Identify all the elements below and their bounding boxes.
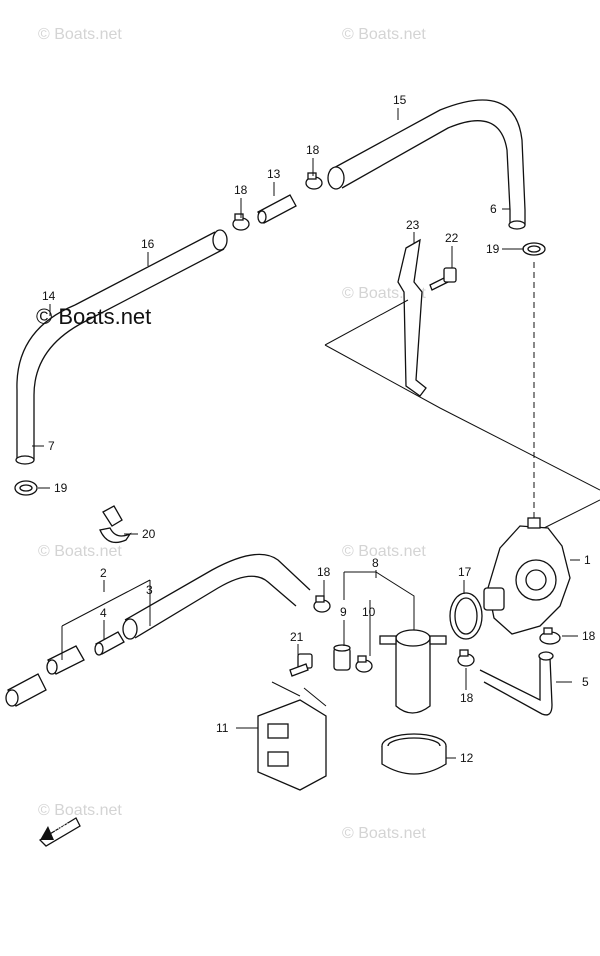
fuel-pump-1 (483, 517, 571, 635)
label-1: 1 (584, 553, 591, 567)
assembly-outline (324, 299, 600, 531)
label-20: 20 (142, 527, 156, 541)
watermark: © Boats.net (342, 26, 426, 43)
leader-lines (32, 108, 580, 759)
bracket-guide (271, 681, 327, 707)
label-19: 19 (54, 481, 68, 495)
hose-3 (122, 553, 311, 640)
label-9: 9 (340, 605, 347, 619)
hose-5 (479, 651, 554, 716)
clamp-20 (99, 505, 132, 544)
hose-end-left (5, 673, 47, 707)
watermark: © Boats.net (38, 802, 122, 819)
watermark: © Boats.net (38, 543, 122, 560)
clip-18-top-b (305, 172, 323, 190)
clip-19-left (14, 480, 38, 496)
label-21: 21 (290, 630, 304, 644)
watermark: © Boats.net (342, 825, 426, 842)
fuel-filter-8 (379, 629, 447, 714)
bracket-11 (257, 699, 327, 791)
label-11: 11 (216, 721, 229, 735)
label-3: 3 (146, 583, 153, 597)
label-18: 18 (582, 629, 596, 643)
label-18: 18 (234, 183, 248, 197)
cushion-9 (333, 644, 351, 671)
clip-18-center (313, 595, 331, 613)
hose-15 (327, 99, 526, 230)
watermark: © Boats.net (38, 26, 122, 43)
label-2: 2 (100, 566, 107, 580)
label-16: 16 (141, 237, 155, 251)
label-8: 8 (372, 556, 379, 570)
joint-13 (257, 194, 297, 224)
part-labels: 15 13 18 18 16 6 14 7 19 23 22 19 20 2 3… (42, 93, 596, 765)
clip-18-filter (457, 649, 475, 667)
watermark: © Boats.net (342, 543, 426, 560)
clip-19-right (522, 242, 546, 256)
label-17: 17 (458, 565, 472, 579)
clip-10 (355, 655, 373, 673)
clip-18-top-a (232, 213, 250, 231)
fwd-arrow-icon: FWD (38, 817, 81, 847)
label-22: 22 (445, 231, 459, 245)
joint-2 (46, 645, 85, 675)
label-18: 18 (306, 143, 320, 157)
stay-23 (397, 238, 427, 397)
label-10: 10 (362, 605, 376, 619)
label-7: 7 (48, 439, 55, 453)
label-4: 4 (100, 606, 107, 620)
label-23: 23 (406, 218, 420, 232)
label-5: 5 (582, 675, 589, 689)
label-19: 19 (486, 242, 500, 256)
label-12: 12 (460, 751, 474, 765)
o-ring-17 (449, 592, 483, 640)
bolt-21 (289, 653, 313, 677)
label-14: 14 (42, 289, 56, 303)
band-12 (381, 733, 447, 775)
label-18: 18 (460, 691, 474, 705)
label-13: 13 (267, 167, 281, 181)
bolt-22 (429, 267, 457, 291)
clip-18-right (539, 627, 561, 645)
check-valve-4 (94, 631, 125, 656)
hose-16 (15, 229, 228, 465)
label-18: 18 (317, 565, 331, 579)
label-6: 6 (490, 202, 497, 216)
watermarks: © Boats.net © Boats.net © Boats.net © Bo… (36, 26, 426, 842)
label-15: 15 (393, 93, 407, 107)
